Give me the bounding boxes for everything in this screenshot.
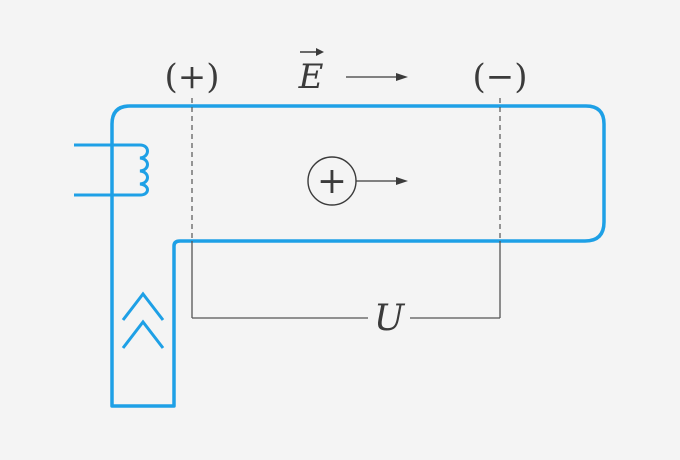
double-chevron-up-icon — [121, 291, 165, 349]
positive-ion-icon — [307, 156, 408, 206]
vector-arrow-icon — [300, 48, 324, 56]
voltage-label: U — [374, 298, 406, 339]
arrow-right-icon — [346, 73, 408, 81]
coil-icon — [74, 143, 149, 197]
tube-outline — [110, 104, 606, 408]
voltage-bracket — [191, 241, 501, 319]
field-label: E — [298, 57, 324, 97]
plus-plate-label: (+) — [164, 57, 219, 97]
ion-charge-label: + — [317, 161, 347, 202]
minus-plate-label: (−) — [472, 57, 527, 97]
